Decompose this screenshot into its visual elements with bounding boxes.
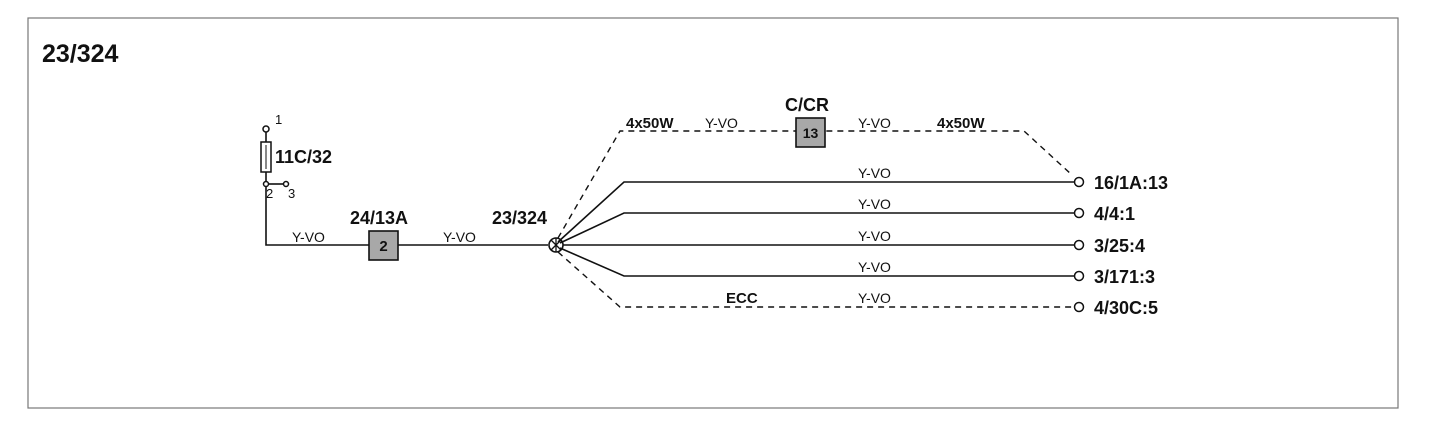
- fuse-pin-2-label: 2: [266, 186, 273, 201]
- connector-c-cr-label: C/CR: [785, 95, 829, 115]
- fuse-label: 11C/32: [275, 147, 332, 167]
- splice-23-324: 23/324: [492, 208, 564, 253]
- wire-label-splice-side: Y-VO: [443, 229, 476, 245]
- diagram-title: 23/324: [42, 40, 119, 68]
- terminal-3-171-3: [1073, 270, 1085, 282]
- branch-top: C/CR 13 4x50W Y-VO Y-VO 4x50W: [557, 95, 1085, 239]
- terminal-16-1a-13: [1073, 176, 1085, 188]
- ecc-label: ECC: [726, 290, 758, 307]
- connector-c-cr-pin: 13: [803, 125, 819, 141]
- branch-3-171-3-color: Y-VO: [858, 259, 891, 275]
- connector-c-cr-box: [795, 117, 826, 148]
- fuse-11c-32: 1 11C/32 2 3: [260, 112, 332, 201]
- wire-label-fuse-side: Y-VO: [292, 229, 325, 245]
- branch-top-left-color: Y-VO: [705, 115, 738, 131]
- branch-3-25-4-color: Y-VO: [858, 228, 891, 244]
- branch-3-171-3: Y-VO: [559, 247, 1085, 282]
- terminal-4-4-1: [1073, 207, 1085, 219]
- terminal-label-4-4-1: 4/4:1: [1094, 204, 1135, 224]
- terminal-label-3-25-4: 3/25:4: [1094, 236, 1145, 256]
- fuse-pin-1-label: 1: [275, 112, 282, 127]
- connector-24-13a-label: 24/13A: [350, 208, 408, 228]
- main-wire: [265, 187, 548, 246]
- branch-3-25-4: Y-VO: [563, 228, 1085, 251]
- branch-4-30c-5: ECC Y-VO: [557, 251, 1085, 313]
- terminal-label-16-1a-13: 16/1A:13: [1094, 173, 1168, 193]
- connector-24-13a-pin: 2: [379, 238, 387, 255]
- terminal-3-25-4: [1073, 239, 1085, 251]
- splice-label: 23/324: [492, 208, 547, 228]
- fuse-pin-1-terminal: [262, 125, 270, 133]
- fuse-pin-3-label: 3: [288, 186, 295, 201]
- connector-24-13a-box: [368, 230, 399, 261]
- branch-16-1a-13: Y-VO: [557, 165, 1075, 243]
- connector-24-13a: 24/13A 2: [350, 208, 408, 261]
- fuse-pin-3-terminal: [282, 180, 290, 188]
- branch-4-4-1-color: Y-VO: [858, 196, 891, 212]
- branch-4-4-1: Y-VO: [559, 196, 1085, 244]
- branch-top-left-tag: 4x50W: [626, 115, 674, 132]
- terminal-4-30c-5: [1073, 301, 1085, 313]
- branch-16-1a-13-color: Y-VO: [858, 165, 891, 181]
- terminal-label-3-171-3: 3/171:3: [1094, 267, 1155, 287]
- terminal-label-4-30c-5: 4/30C:5: [1094, 298, 1158, 318]
- branch-top-right-color: Y-VO: [858, 115, 891, 131]
- diagram-frame: [27, 17, 1399, 409]
- branch-top-right-tag: 4x50W: [937, 115, 985, 132]
- branch-4-30c-5-color: Y-VO: [858, 290, 891, 306]
